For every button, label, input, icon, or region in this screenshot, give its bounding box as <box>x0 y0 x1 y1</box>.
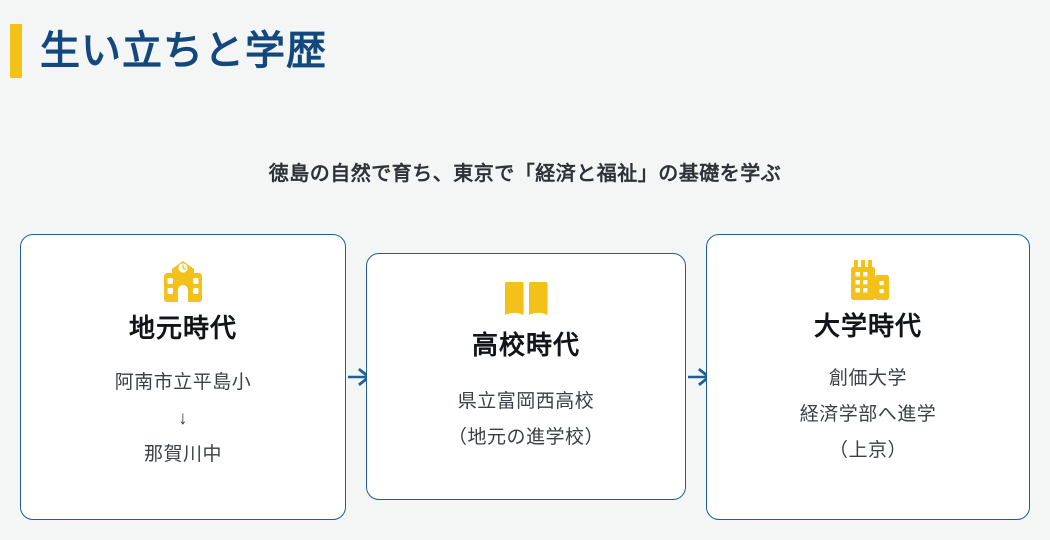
flow-card-line: 創価大学 <box>828 368 907 389</box>
flow-card-line: （地元の進学校） <box>447 427 604 448</box>
flow-card-title: 高校時代 <box>471 330 580 360</box>
section-subtitle: 徳島の自然で育ち、東京で「経済と福祉」の基礎を学ぶ <box>268 163 782 185</box>
flow-card-highschool[interactable]: 高校時代 県立富岡西高校 （地元の進学校） <box>366 253 686 500</box>
page-header: 生い立ちと学歴 <box>10 24 327 78</box>
flow-card-line: 那賀川中 <box>143 444 222 465</box>
heading-accent-bar <box>10 24 22 78</box>
city-buildings-icon <box>844 257 892 305</box>
flow-card-body: 県立富岡西高校 （地元の進学校） <box>448 384 604 456</box>
flow-card-body: 阿南市立平島小 ↓ 那賀川中 <box>115 365 252 473</box>
flow-card-line: ↓ <box>177 408 188 429</box>
flow-card-line: 阿南市立平島小 <box>114 372 252 393</box>
flow-card-title: 地元時代 <box>128 313 237 343</box>
flow-card-line: 経済学部へ進学 <box>799 404 937 425</box>
flow-card-title: 大学時代 <box>813 311 922 341</box>
flow-card-hometown[interactable]: 地元時代 阿南市立平島小 ↓ 那賀川中 <box>20 234 346 520</box>
page-title: 生い立ちと学歴 <box>40 29 327 73</box>
open-book-icon <box>503 276 549 324</box>
flow-card-line: （上京） <box>828 440 907 461</box>
school-building-icon <box>158 259 208 307</box>
education-flow-diagram: 地元時代 阿南市立平島小 ↓ 那賀川中 高校時代 県立富岡西高校 （地元の進学校… <box>0 220 1050 540</box>
flow-card-university[interactable]: 大学時代 創価大学 経済学部へ進学 （上京） <box>706 234 1030 520</box>
flow-card-body: 創価大学 経済学部へ進学 （上京） <box>800 361 937 469</box>
flow-card-line: 県立富岡西高校 <box>457 391 595 412</box>
